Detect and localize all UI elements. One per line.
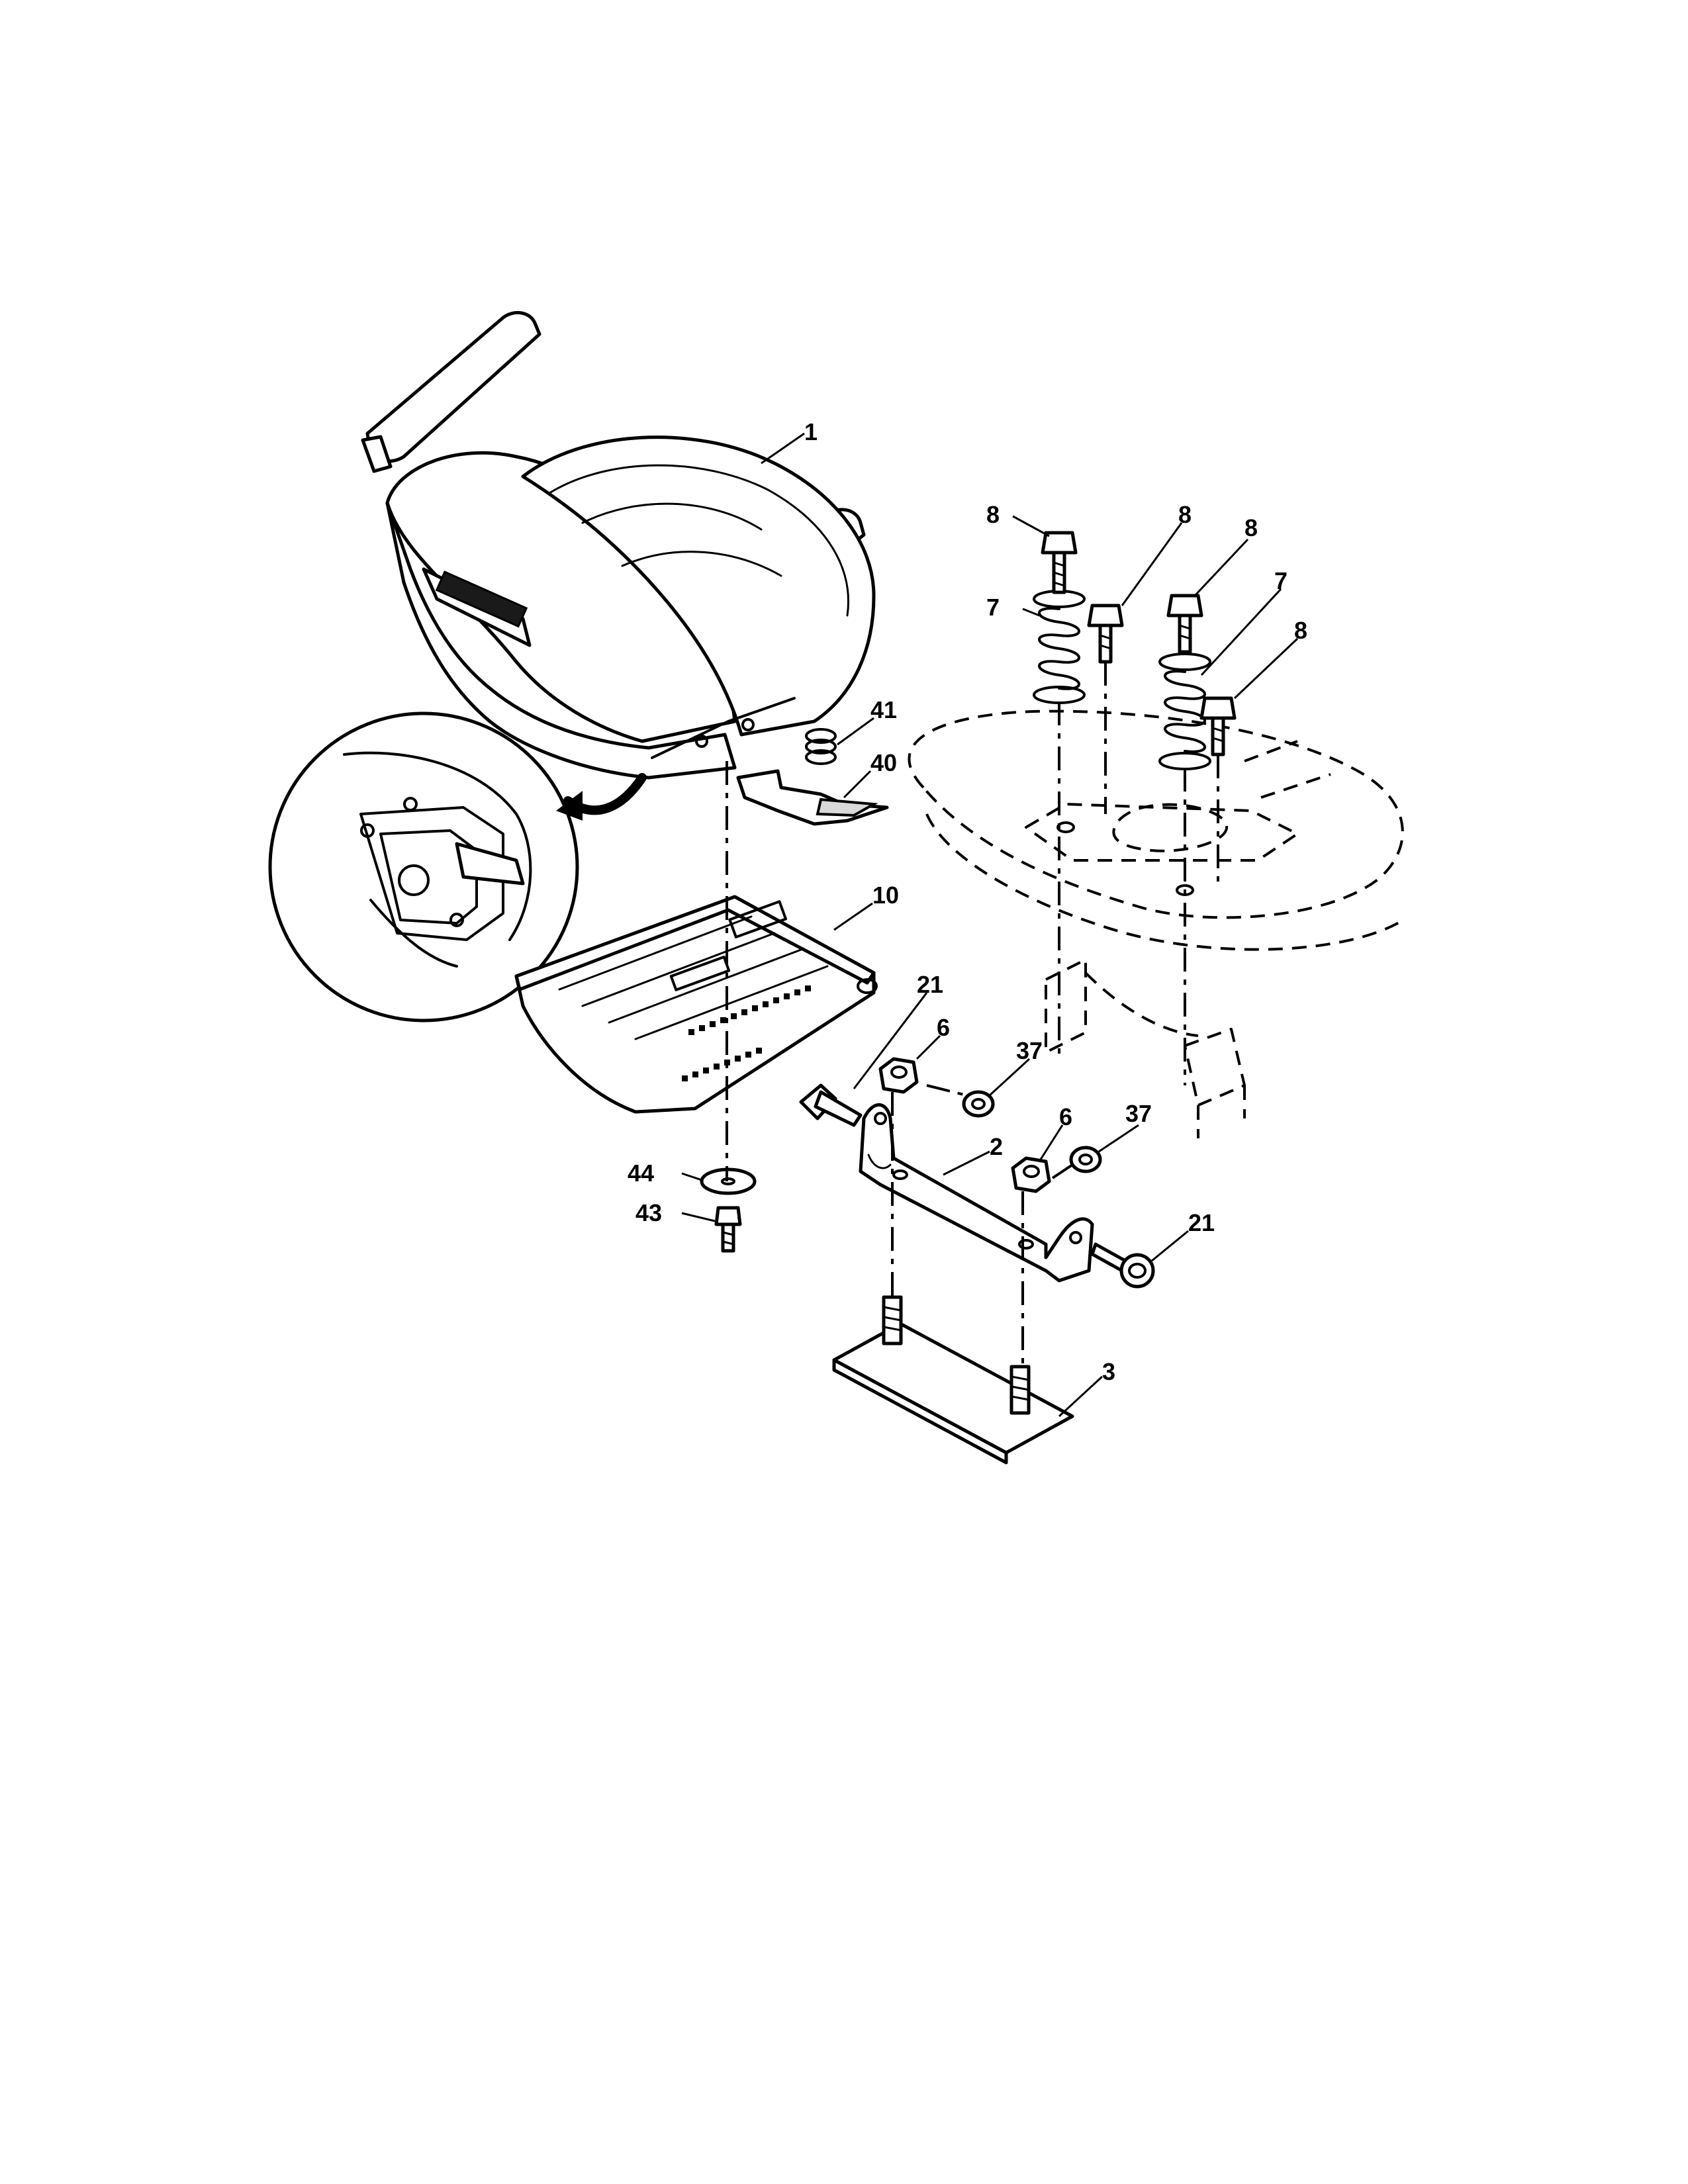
callout-3: 3 [1102, 1358, 1115, 1385]
callout-21b: 21 [1188, 1209, 1215, 1236]
seat [361, 311, 876, 780]
callout-44: 44 [628, 1160, 654, 1187]
callout-40: 40 [870, 749, 897, 776]
callout-6b: 6 [1059, 1103, 1072, 1130]
callout-41: 41 [870, 696, 897, 723]
seat-bracket-2 [859, 1103, 1094, 1283]
callout-37b: 37 [1125, 1100, 1152, 1127]
assembly-lines [726, 662, 1219, 1367]
stud-left [882, 1295, 903, 1345]
bolt-43 [714, 1206, 742, 1253]
callout-6a: 6 [937, 1014, 950, 1041]
seat-pan-10 [514, 895, 878, 1114]
callout-8b: 8 [1178, 501, 1192, 528]
callout-8c: 8 [1244, 514, 1258, 541]
bolt-8-d [1199, 696, 1237, 756]
stud-right [1009, 1365, 1031, 1415]
shoulder-bolt-21-right [1090, 1242, 1155, 1289]
callout-10: 10 [872, 882, 899, 909]
latch-detail-inset [268, 711, 579, 1023]
locknut-6-right [1011, 1156, 1051, 1193]
callout-37a: 37 [1016, 1037, 1043, 1064]
spring-7-right [1158, 653, 1211, 770]
locknut-6-left [878, 1057, 919, 1094]
callout-7a: 7 [986, 594, 1000, 621]
callout-21a: 21 [917, 971, 943, 998]
bolt-8-a [1041, 531, 1078, 594]
callout-leaders [681, 432, 1299, 1418]
callout-8a: 8 [986, 501, 1000, 528]
washer-37-right [1069, 1146, 1102, 1173]
tractor-frame-outline [908, 709, 1405, 1138]
callout-1: 1 [804, 418, 818, 445]
mounting-plate-3 [832, 1295, 1074, 1465]
washer-37-left [962, 1090, 995, 1118]
callout-labels: 1 8 8 8 8 7 7 41 40 10 21 6 37 6 37 2 21… [628, 418, 1307, 1385]
detail-pointer-arrow [556, 773, 647, 821]
callout-2: 2 [990, 1133, 1003, 1160]
spring-41 [805, 728, 837, 765]
callout-43: 43 [635, 1199, 662, 1226]
shoulder-bolt-21-left [799, 1083, 863, 1127]
callout-7b: 7 [1274, 567, 1288, 594]
callout-8d: 8 [1294, 617, 1307, 644]
safety-switch-40 [736, 769, 889, 826]
bolt-8-c [1166, 594, 1203, 654]
